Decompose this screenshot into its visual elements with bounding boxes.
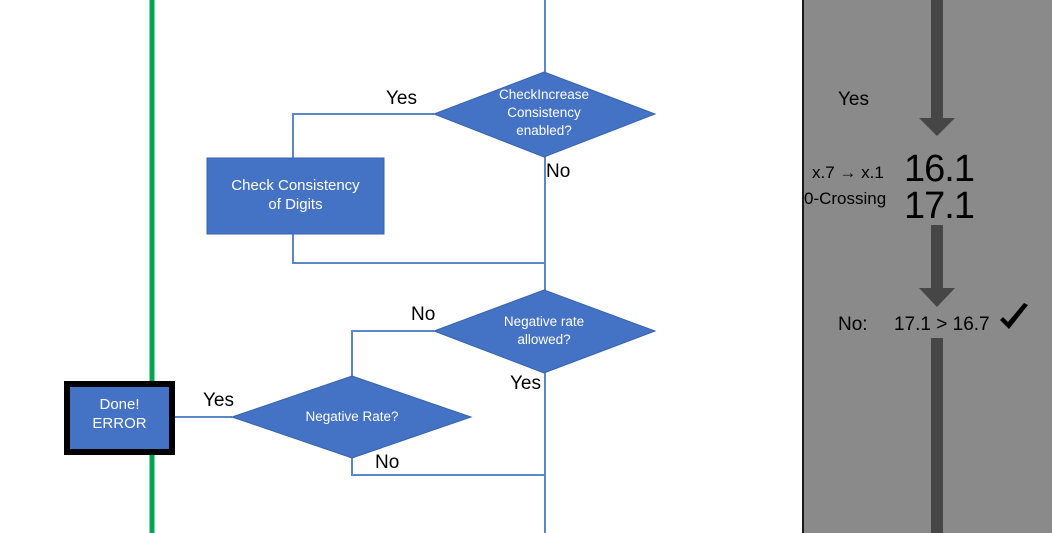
panel-crossing-label: 0-Crossing	[804, 189, 887, 208]
panel-comparison-label: 17.1 > 16.7	[894, 314, 990, 335]
panel-no-label: No:	[838, 314, 868, 335]
panel-rule-label: x.7 → x.1	[812, 163, 884, 182]
arrow-head-middle	[919, 288, 955, 307]
node-negative-rate-shape	[230, 375, 473, 459]
edge-allowed-no	[351, 330, 434, 376]
edge-label-allowed-yes: Yes	[510, 373, 541, 394]
node-check-consistency-of-digits-shape	[206, 157, 385, 235]
panel-yes-label: Yes	[838, 89, 869, 110]
annotation-panel: Yes x.7 → x.1 0-Crossing 16.1 17.1 No: 1…	[802, 0, 1052, 533]
panel-old-value-prefix: 1	[904, 148, 925, 190]
arrow-shaft-middle	[931, 225, 943, 293]
arrow-shaft-bottom	[931, 338, 943, 533]
panel-old-value-struck-digit: 6	[924, 148, 945, 190]
edge-label-increase-yes: Yes	[386, 88, 417, 109]
arrow-head-top	[919, 118, 955, 136]
edge-negative-rate-no	[351, 458, 545, 476]
panel-old-value: 16.1	[904, 148, 975, 191]
panel-arrow-graphics	[919, 0, 955, 533]
arrow-shaft-top	[931, 0, 943, 120]
edge-label-negative-rate-yes: Yes	[203, 390, 234, 411]
check-mark-icon	[1000, 303, 1028, 329]
node-done-error-shape	[64, 381, 175, 455]
edge-label-allowed-no: No	[411, 304, 436, 325]
panel-old-value-suffix: .1	[944, 148, 975, 190]
node-negative-rate-allowed-shape	[432, 289, 657, 374]
edge-label-increase-no: No	[546, 161, 571, 182]
edge-label-negative-rate-no: No	[375, 452, 400, 473]
node-check-increase-consistency-shape	[432, 71, 657, 158]
panel-new-value: 17.1	[904, 185, 975, 227]
